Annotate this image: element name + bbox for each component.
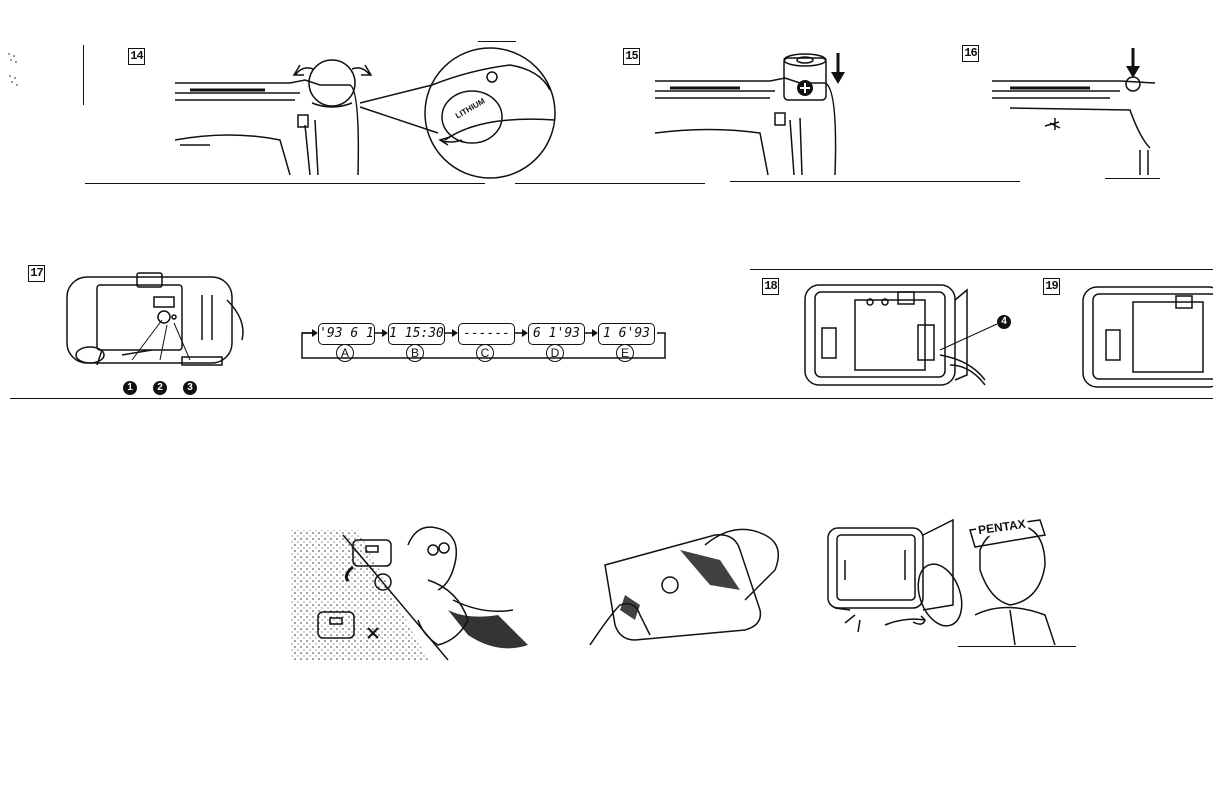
step-14-label: 14 <box>128 48 145 65</box>
mode-mark-e: E <box>616 344 634 362</box>
step-19-label: 19 <box>1043 278 1060 295</box>
callout-3: 3 <box>183 381 197 395</box>
lcd-mode-c: ------ <box>458 323 515 345</box>
divider-top-3 <box>730 181 1020 182</box>
divider-top-small <box>478 41 516 42</box>
divider-top-1 <box>85 183 485 184</box>
step-16-illustration <box>990 48 1165 178</box>
callout-4-leader <box>935 320 1000 355</box>
divider-mid <box>10 398 1213 399</box>
rotate-arrows-icon <box>301 62 311 72</box>
callout-2: 2 <box>153 381 167 395</box>
divider-mid-upper <box>750 269 1213 270</box>
step-19-illustration <box>1078 282 1213 392</box>
mode-mark-c: C <box>476 344 494 362</box>
step-18-label: 18 <box>762 278 779 295</box>
service-illustration <box>825 510 1075 650</box>
divider-top-2 <box>515 183 705 184</box>
step-17-label: 17 <box>28 265 45 282</box>
step-17-illustration <box>62 265 247 370</box>
callout-1: 1 <box>123 381 137 395</box>
step-14-illustration <box>170 45 565 180</box>
lcd-mode-d: 6 1'93 <box>528 323 585 345</box>
mode-mark-d: D <box>546 344 564 362</box>
left-vertical-rule <box>83 45 84 105</box>
press-arrow-icon <box>1126 66 1140 78</box>
sun-beach-illustration <box>288 520 538 660</box>
divider-top-4 <box>1105 178 1160 179</box>
lcd-mode-b: 1 15:30 <box>388 323 445 345</box>
mode-mark-a: A <box>336 344 354 362</box>
down-arrow-icon <box>831 72 845 84</box>
step-15-label: 15 <box>623 48 640 65</box>
mode-mark-b: B <box>406 344 424 362</box>
wipe-camera-illustration <box>585 525 785 650</box>
step-15-illustration <box>650 48 855 178</box>
left-margin-dots <box>6 50 20 90</box>
step-16-label: 16 <box>962 45 979 62</box>
lcd-mode-e: 1 6'93 <box>598 323 655 345</box>
margin-speckle <box>6 50 20 90</box>
lcd-mode-a: '93 6 1 <box>318 323 375 345</box>
divider-bottom <box>958 646 1076 647</box>
